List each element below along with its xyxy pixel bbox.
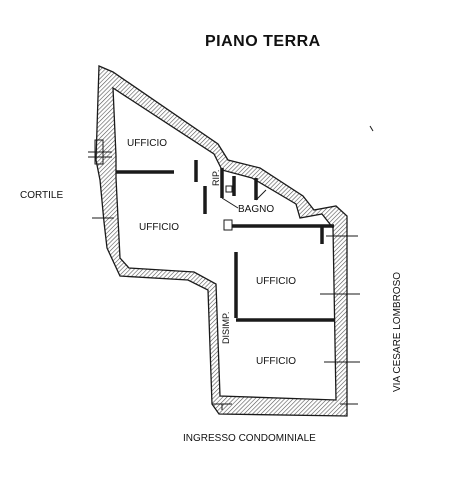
label-landing: DISIMP. — [221, 312, 231, 344]
label-office-bottom: UFFICIO — [256, 356, 296, 367]
exterior-walls — [95, 65, 348, 417]
label-bathroom: BAGNO — [238, 204, 274, 215]
label-entrance: INGRESSO CONDOMINIALE — [183, 433, 316, 444]
plan-title: PIANO TERRA — [205, 33, 321, 50]
entrance-marker — [212, 403, 232, 410]
label-office-top: UFFICIO — [127, 138, 167, 149]
label-office-mid: UFFICIO — [256, 276, 296, 287]
label-office-left: UFFICIO — [139, 222, 179, 233]
label-storage: RIP. — [211, 170, 221, 186]
interior-walls — [116, 160, 334, 322]
windows-east — [320, 235, 360, 405]
label-street: VIA CESARE LOMBROSO — [392, 272, 403, 392]
windows-west — [88, 139, 114, 219]
stray-mark — [369, 125, 374, 132]
label-courtyard: CORTILE — [20, 190, 63, 201]
